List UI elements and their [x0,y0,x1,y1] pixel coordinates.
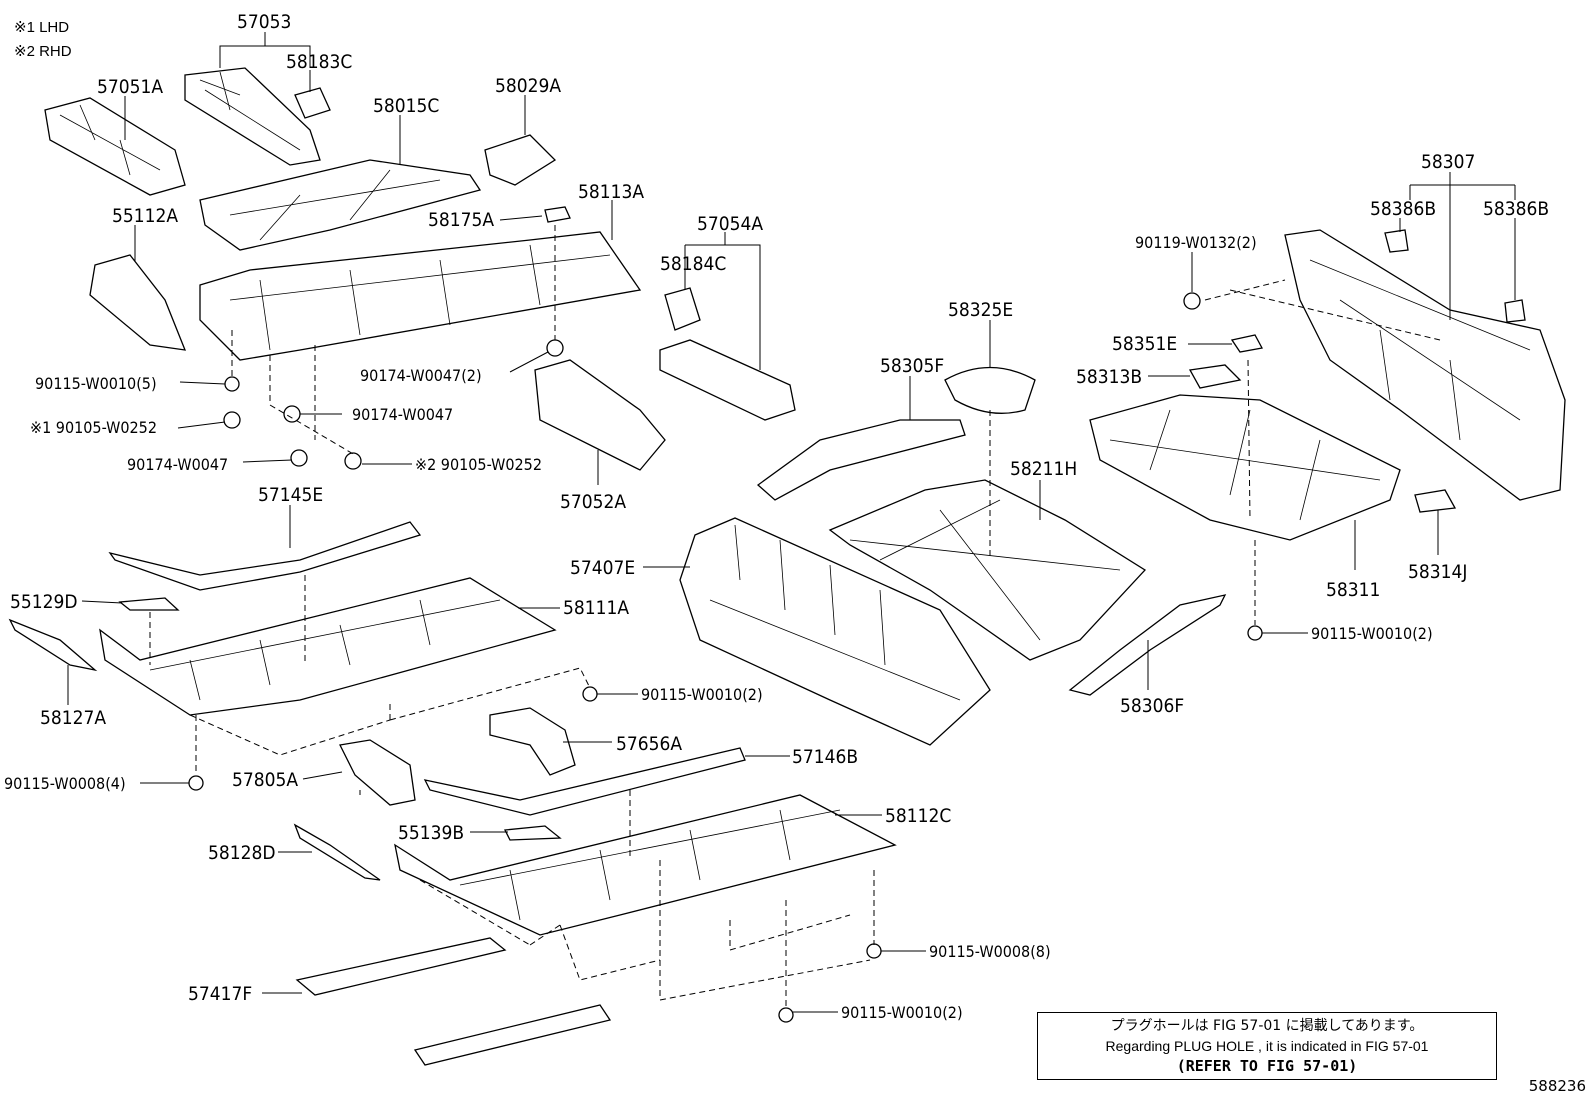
label-90174-w0047-a: 90174-W0047 [352,405,453,424]
part-shapes [8,67,1566,1066]
label-90115-w0010-5: 90115-W0010(5) [35,374,157,393]
label-58029a: 58029A [495,75,561,97]
label-57053: 57053 [237,11,291,33]
note-japanese: プラグホールは FIG 57-01 に掲載してあります。 [1110,1018,1424,1034]
label-57417f: 57417F [188,983,252,1005]
leader-lines [67,32,1516,1013]
label-58306f: 58306F [1120,695,1184,717]
label-58325e: 58325E [948,299,1013,321]
note-english: Regarding PLUG HOLE , it is indicated in… [1105,1038,1429,1054]
label-58386b-left: 58386B [1370,198,1436,220]
dashed-lines [149,225,1441,1008]
figure-id: 588236 [1528,1077,1586,1095]
label-58112c: 58112C [885,805,951,827]
label-58313b: 58313B [1076,366,1142,388]
label-58183c: 58183C [286,51,352,73]
label-57052a: 57052A [560,491,626,513]
label-90115-w0008-8: 90115-W0008(8) [929,942,1051,961]
label-90115-w0010-2-bottom: 90115-W0010(2) [841,1003,963,1022]
label-58307: 58307 [1421,151,1475,173]
label-58305f: 58305F [880,355,944,377]
label-57051a: 57051A [97,76,163,98]
label-57054a: 57054A [697,213,763,235]
label-90119-w0132-2: 90119-W0132(2) [1135,233,1257,252]
label-58386b-right: 58386B [1483,198,1549,220]
label-90115-w0008-4: 90115-W0008(4) [4,774,126,793]
label-55112a: 55112A [112,205,178,227]
label-58314j: 58314J [1408,561,1467,583]
label-58128d: 58128D [208,842,276,864]
label-90105-w0252-lhd: ※1 90105-W0252 [30,418,157,437]
legend-lhd: ※1 LHD [14,19,69,36]
label-90174-w0047-b: 90174-W0047 [127,455,228,474]
label-58127a: 58127A [40,707,106,729]
plug-hole-note: プラグホールは FIG 57-01 に掲載してあります。 Regarding P… [1037,1012,1497,1080]
label-90115-w0010-2-mid: 90115-W0010(2) [641,685,763,704]
label-58175a: 58175A [428,209,494,231]
note-reference: (REFER TO FIG 57-01) [1176,1057,1358,1075]
label-57145e: 57145E [258,484,323,506]
label-58311: 58311 [1326,579,1380,601]
part-labels: 57053 58183C 57051A 58015C 58029A 55112A… [4,11,1549,1022]
label-55139b: 55139B [398,822,464,844]
label-58111a: 58111A [563,597,629,619]
label-57805a: 57805A [232,769,298,791]
label-58113a: 58113A [578,181,644,203]
label-90174-w0047-2: 90174-W0047(2) [360,366,482,385]
label-55129d: 55129D [10,591,78,613]
label-57146b: 57146B [792,746,858,768]
label-58184c: 58184C [660,253,726,275]
label-58351e: 58351E [1112,333,1177,355]
label-57407e: 57407E [570,557,635,579]
label-58211h: 58211H [1010,458,1077,480]
label-90105-w0252-rhd: ※2 90105-W0252 [415,455,542,474]
legend-rhd: ※2 RHD [14,43,72,60]
label-58015c: 58015C [373,95,439,117]
label-57656a: 57656A [616,733,682,755]
label-90115-w0010-2-right: 90115-W0010(2) [1311,624,1433,643]
